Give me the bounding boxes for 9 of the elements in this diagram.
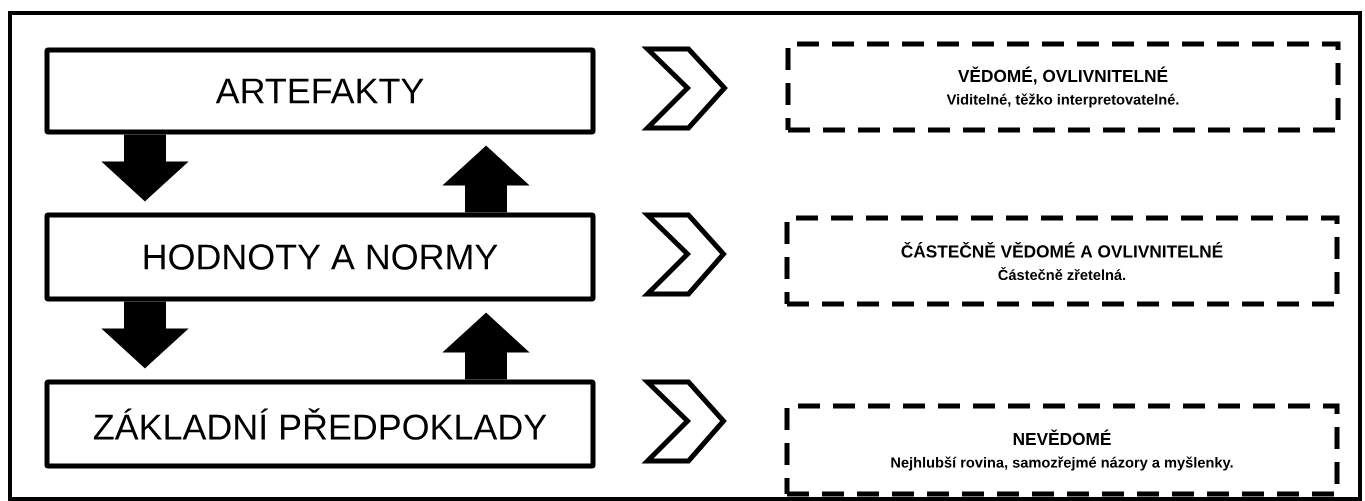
description-box: VĚDOMÉ, OVLIVNITELNÉ Viditelné, těžko interpretovatelné.: [785, 41, 1341, 133]
description-box: NEVĚDOMÉ Nejhlubší rovina, samozřejmé názory a myšlenky.: [784, 403, 1340, 497]
layer-box: HODNOTY A NORMY: [44, 212, 596, 302]
chevron-arrow: [641, 46, 728, 131]
layer-box: ARTEFAKTY: [44, 47, 596, 135]
chevron-arrow: [641, 212, 727, 297]
layer-box: ZÁKLADNÍ PŘEDPOKLADY: [44, 379, 596, 469]
description-box: ČÁSTEČNĚ VĚDOMÉ A OVLIVNITELNÉ Částečně zřetelná.: [784, 215, 1340, 307]
chevron-arrow: [641, 379, 727, 464]
